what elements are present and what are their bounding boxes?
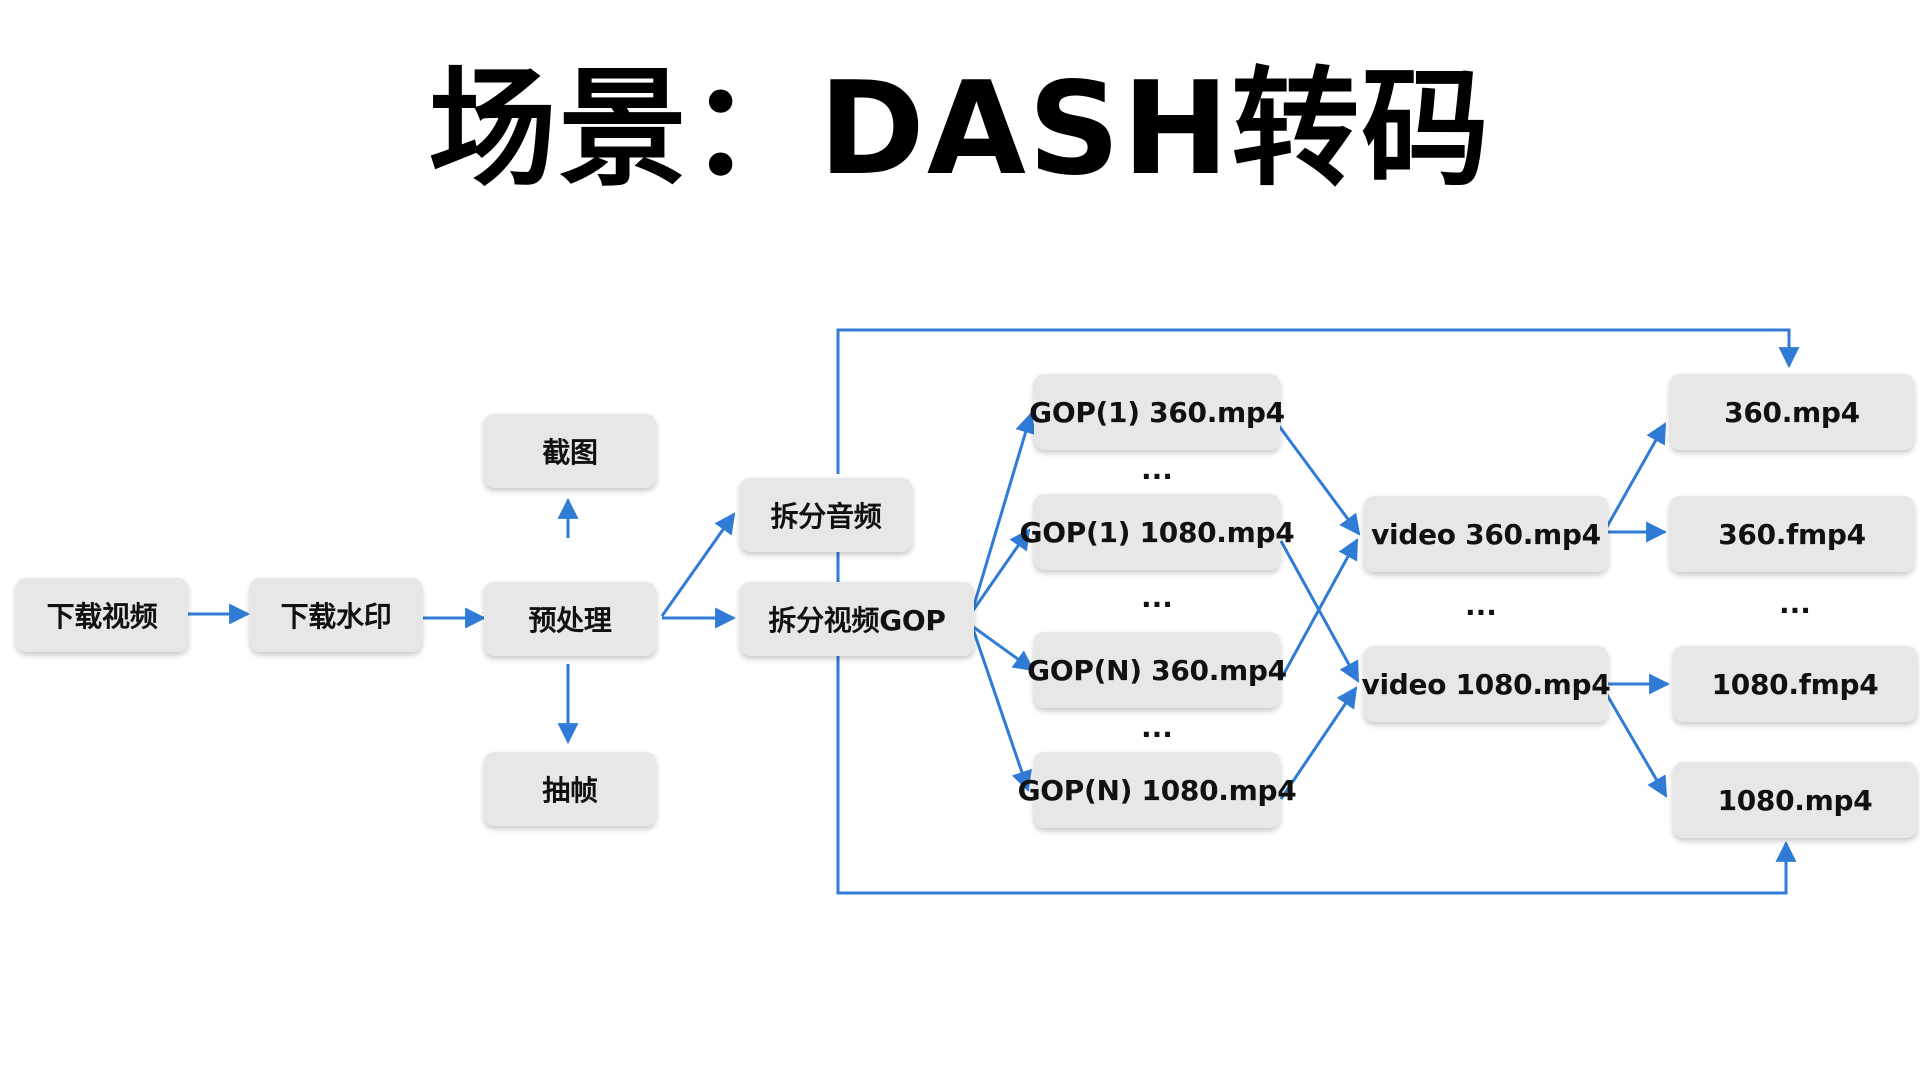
- edge-video360-to-360mp4: [1602, 422, 1667, 533]
- edge-gop-to-gopn-1080: [970, 625, 1032, 792]
- edge-gop-to-gopn-360: [971, 624, 1035, 672]
- edge-preprocess-to-audio: [660, 512, 736, 617]
- node-gop1-360: GOP(1) 360.mp4: [1029, 374, 1285, 450]
- node-gopn-1080: GOP(N) 1080.mp4: [1018, 752, 1297, 828]
- edge-gop-to-gop1-360: [970, 411, 1036, 613]
- ellipsis-gop-1: ...: [1141, 453, 1173, 486]
- page-title: 场景：DASH转码: [428, 55, 1492, 204]
- edge-audio-to-360mp4: [836, 328, 1800, 474]
- node-download-watermark: 下载水印: [250, 578, 422, 652]
- edge-gop1-1080-to-video1080: [1279, 540, 1360, 683]
- ellipsis-gop-3: ...: [1141, 711, 1173, 744]
- node-gopn-360: GOP(N) 360.mp4: [1027, 632, 1287, 708]
- ellipsis-video: ...: [1465, 589, 1497, 622]
- edge-audio-to-1080mp4: [836, 552, 1797, 895]
- node-video-1080: video 1080.mp4: [1362, 646, 1611, 722]
- node-video-360: video 360.mp4: [1364, 496, 1608, 572]
- node-split-video-gop: 拆分视频GOP: [740, 582, 974, 656]
- node-out-1080-mp4: 1080.mp4: [1673, 762, 1917, 838]
- edge-video1080-to-1080mp4: [1601, 687, 1668, 798]
- ellipsis-gop-2: ...: [1141, 581, 1173, 614]
- node-split-audio: 拆分音频: [740, 478, 912, 552]
- node-download-video: 下载视频: [16, 578, 188, 652]
- node-out-1080-fmp4: 1080.fmp4: [1673, 646, 1917, 722]
- edge-gopn-360-to-video360: [1279, 538, 1359, 680]
- node-extract-frames: 抽帧: [484, 752, 656, 826]
- ellipsis-output: ...: [1779, 587, 1811, 620]
- node-screenshot: 截图: [484, 414, 656, 488]
- node-gop1-1080: GOP(1) 1080.mp4: [1020, 494, 1295, 570]
- node-preprocess: 预处理: [484, 582, 656, 656]
- node-out-360-fmp4: 360.fmp4: [1670, 496, 1914, 572]
- node-out-360-mp4: 360.mp4: [1670, 374, 1914, 450]
